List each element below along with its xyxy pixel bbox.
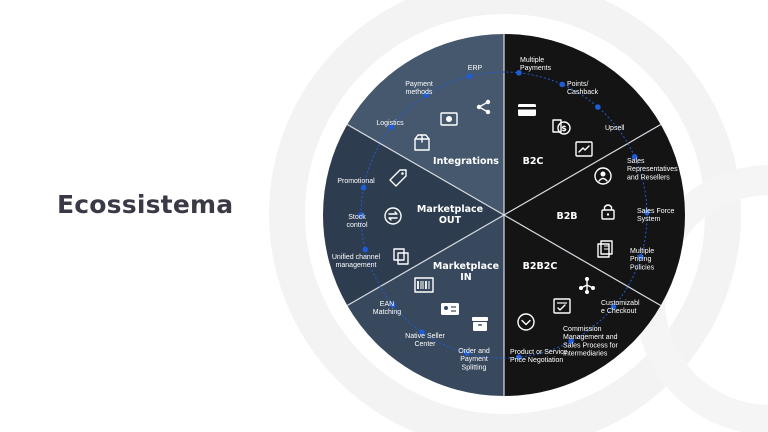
page-title: Ecossistema (57, 190, 234, 219)
sync-icon (384, 207, 402, 225)
ring-dot-commission-management (568, 338, 574, 345)
ring-dot-sales-representatives-and-resellers (631, 154, 638, 160)
sector-marketplace-in (347, 215, 504, 396)
feature-label-erp: ERP (468, 65, 483, 72)
ring-dot-unified-channel-management (362, 246, 369, 253)
sector-divider (346, 123, 505, 216)
sector-b2b (504, 124, 686, 306)
sector-b2c (504, 34, 661, 215)
sector-integrations (347, 34, 504, 215)
feature-label-upsell: Upsell (605, 125, 625, 132)
feature-label-logistics: Logistics (376, 120, 404, 127)
lock-icon (601, 204, 615, 220)
ring-dot-upsell (595, 104, 601, 110)
ring-dot-points-cashback (559, 81, 565, 88)
share-icon (476, 99, 491, 115)
ring-dot-customizable-checkout (610, 304, 617, 310)
coins-icon: $ (552, 119, 571, 135)
sector-divider (503, 123, 662, 216)
box-icon (414, 134, 430, 151)
copy-icon (393, 248, 409, 265)
ring-dot-product-or-service-price-negotiation (516, 354, 522, 361)
section-label-b2c: B2C (523, 156, 544, 167)
barcode-icon (414, 277, 434, 293)
network-icon (579, 277, 595, 294)
feature-label-points-cashback: Points/Cashback (567, 81, 599, 96)
section-label-integrations: Integrations (433, 156, 499, 167)
ring-dot-promotional (360, 184, 367, 191)
feature-label-promotional: Promotional (337, 178, 375, 185)
ring-dot-multiple-payments (516, 69, 522, 76)
chevron-down-icon (517, 313, 535, 331)
section-label-b2b: B2B (556, 211, 577, 222)
section-label-b2b2c: B2B2C (523, 261, 558, 272)
ring-dot-logistics (388, 124, 395, 130)
sector-divider (503, 214, 662, 307)
archive-icon (472, 317, 488, 331)
credit-card-icon (518, 104, 536, 116)
ring-dot-payment-methods (423, 92, 429, 98)
svg-text:$: $ (561, 124, 567, 133)
ring-dot-stock-control (358, 212, 364, 218)
documents-icon (597, 240, 613, 258)
ring-dot-order-and-payment-splitting (464, 350, 470, 356)
ring-dot-native-seller-center (419, 329, 425, 335)
trend-up-icon (575, 141, 593, 157)
sector-b2b2c (504, 215, 661, 396)
cash-icon (440, 112, 458, 126)
sector-divider (346, 214, 505, 307)
tag-icon (389, 169, 407, 187)
user-icon (594, 167, 612, 185)
calculator-icon (553, 298, 571, 314)
id-card-icon (441, 303, 459, 315)
ring-dot-multiple-pricing-policies (637, 254, 644, 260)
ring-dot-ean-matching (390, 302, 396, 308)
sector-marketplace-out (323, 124, 504, 306)
ring-dot-erp (466, 73, 473, 80)
ring-dot-sales-force-system (644, 209, 650, 216)
